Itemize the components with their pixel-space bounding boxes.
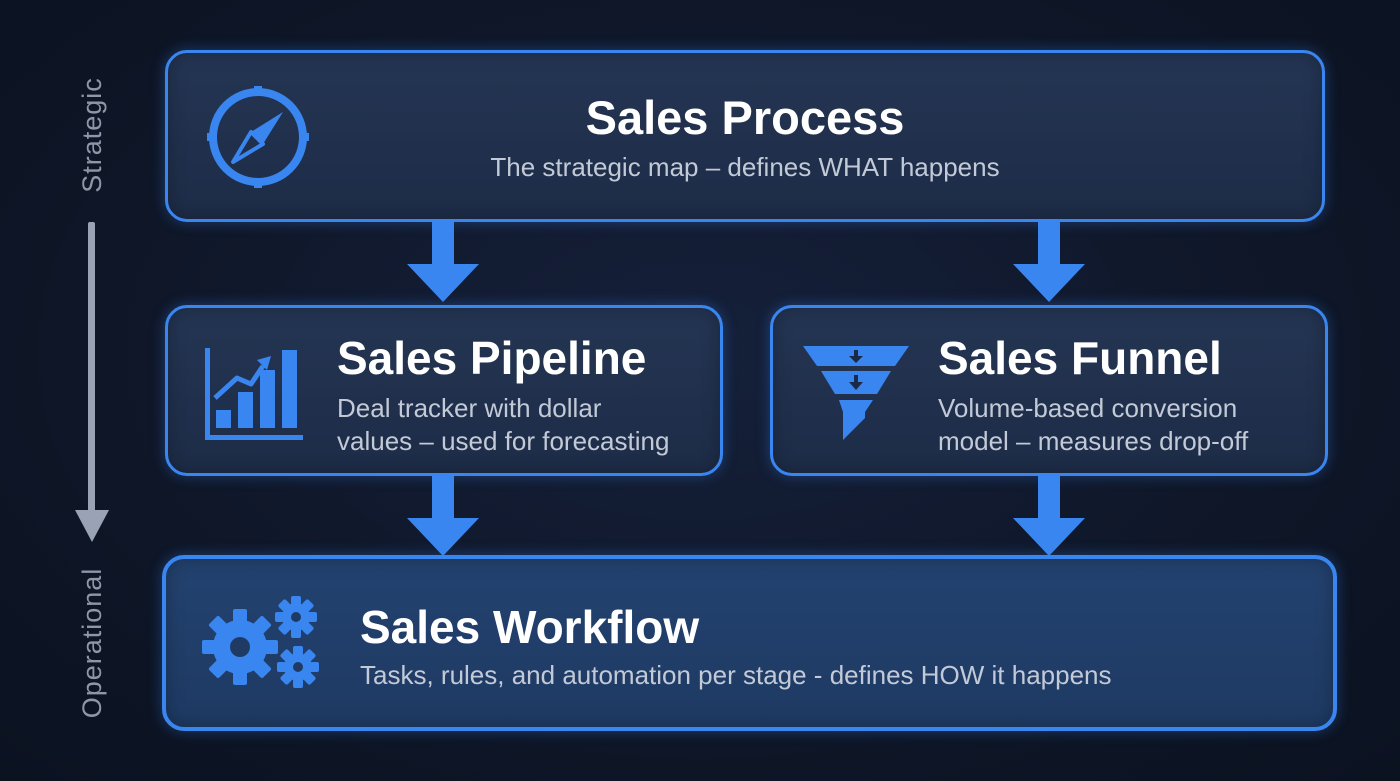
- node-sales-workflow: Sales Workflow Tasks, rules, and automat…: [162, 555, 1337, 731]
- sales-process-title: Sales Process: [585, 91, 905, 144]
- arrow-funnel-to-workflow: [1013, 476, 1085, 556]
- funnel-icon: [803, 346, 909, 440]
- sales-pipeline-description: Deal tracker with dollar values – used f…: [337, 392, 669, 458]
- axis-arrow-head: [75, 510, 109, 542]
- axis-label-operational: Operational: [77, 567, 107, 719]
- axis-arrow-shaft: [88, 222, 95, 514]
- axis-label-strategic: Strategic: [77, 77, 107, 193]
- sales-pipeline-description-line: Deal tracker with dollar: [337, 393, 602, 423]
- sales-funnel-description-line: Volume-based conversion: [938, 393, 1238, 423]
- sales-pipeline-description-line: values – used for forecasting: [337, 426, 670, 456]
- node-sales-process: Sales Process The strategic map – define…: [165, 50, 1325, 222]
- node-sales-funnel: Sales Funnel Volume-based conversion mod…: [770, 305, 1328, 476]
- sales-workflow-description: Tasks, rules, and automation per stage -…: [360, 660, 1112, 690]
- sales-workflow-title: Sales Workflow: [360, 601, 700, 653]
- compass-icon: [207, 86, 309, 188]
- sales-process-description: The strategic map – defines WHAT happens: [490, 152, 1000, 182]
- node-sales-pipeline: Sales Pipeline Deal tracker with dollar …: [165, 305, 723, 476]
- bar-chart-growth-icon: [205, 348, 303, 440]
- sales-pipeline-title: Sales Pipeline: [337, 332, 647, 384]
- arrow-pipeline-to-workflow: [407, 476, 479, 556]
- arrow-process-to-pipeline: [407, 222, 479, 302]
- sales-funnel-title: Sales Funnel: [938, 332, 1222, 384]
- arrow-process-to-funnel: [1013, 222, 1085, 302]
- gears-icon: [202, 596, 319, 688]
- sales-funnel-description-line: model – measures drop-off: [938, 426, 1249, 456]
- sales-funnel-description: Volume-based conversion model – measures…: [938, 392, 1248, 458]
